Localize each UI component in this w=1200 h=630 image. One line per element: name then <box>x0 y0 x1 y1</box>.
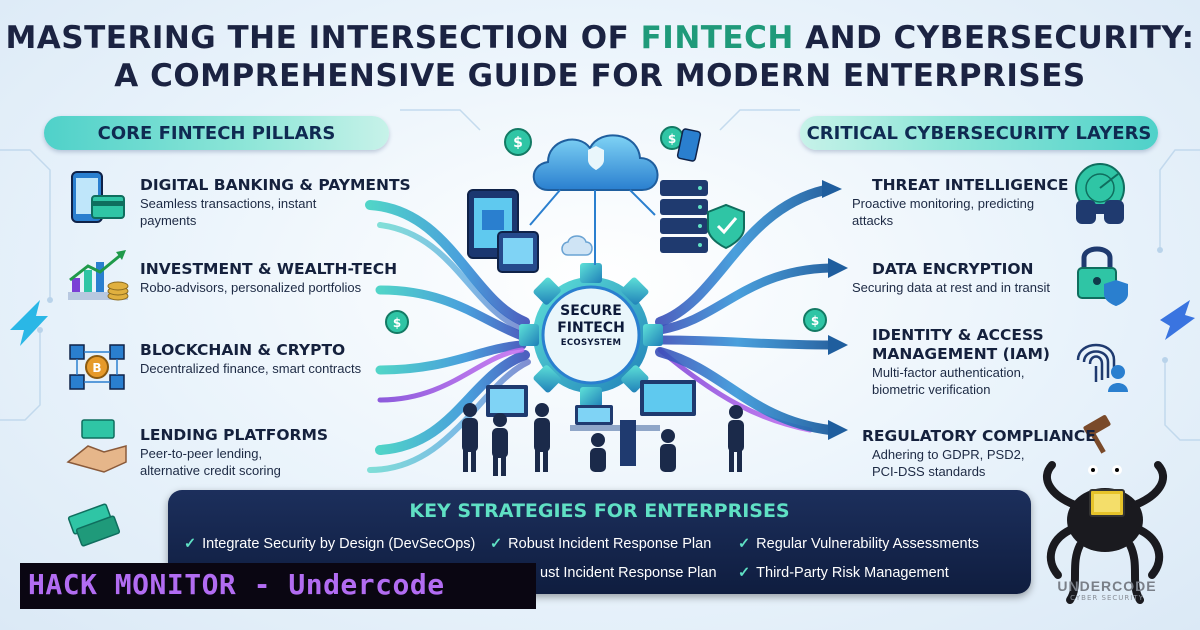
money-stack-icon <box>67 503 121 547</box>
pillar-lending: LENDING PLATFORMS Peer-to-peer lending, … <box>140 426 328 479</box>
strategy-item: ✓ Regular Vulnerability Assessments <box>738 536 979 552</box>
layer-title: MANAGEMENT (IAM) <box>872 345 1051 363</box>
pillar-investment: INVESTMENT & WEALTH-TECH Robo-advisors, … <box>140 260 397 296</box>
blockchain-cubes-icon: B <box>69 344 125 390</box>
svg-text:B: B <box>92 361 101 375</box>
layer-data-encryption: DATA ENCRYPTION Securing data at rest an… <box>852 260 1050 296</box>
layer-title: REGULATORY COMPLIANCE <box>862 427 1096 445</box>
pillar-desc: Decentralized finance, smart contracts <box>140 361 362 376</box>
server-icon <box>660 180 745 253</box>
cybersecurity-layers-header: CRITICAL CYBERSECURITY LAYERS <box>800 116 1158 150</box>
pillar-desc: Seamless transactions, instant <box>140 196 317 211</box>
secure-fintech-ecosystem-label: SECURE FINTECH ECOSYSTEM <box>521 303 661 349</box>
svg-text:$: $ <box>393 316 401 330</box>
coin-icon: $ $ $ $ <box>385 126 827 334</box>
svg-text:$: $ <box>811 314 819 328</box>
title-line-1: MASTERING THE INTERSECTION OF FINTECH AN… <box>0 20 1200 56</box>
layer-desc: Adhering to GDPR, PSD2, <box>872 447 1025 462</box>
gear-icon <box>519 263 663 407</box>
key-strategies-header: KEY STRATEGIES FOR ENTERPRISES <box>409 500 790 522</box>
check-icon: ✓ <box>490 536 503 552</box>
title-line-2: A COMPREHENSIVE GUIDE FOR MODERN ENTERPR… <box>114 58 1086 94</box>
check-icon: ✓ <box>738 565 751 581</box>
title-text: AND CYBERSECURITY: <box>793 20 1195 56</box>
center-line: SECURE <box>560 303 622 319</box>
check-icon: ✓ <box>738 536 751 552</box>
pillar-desc: Peer-to-peer lending, <box>140 446 263 461</box>
svg-text:$: $ <box>668 132 676 146</box>
strategy-label: Robust Incident Response Plan <box>508 536 712 552</box>
pillar-desc: payments <box>140 213 197 228</box>
core-fintech-pillars-header: CORE FINTECH PILLARS <box>44 116 389 150</box>
strategy-label: Regular Vulnerability Assessments <box>756 536 979 552</box>
pillar-digital-banking: DIGITAL BANKING & PAYMENTS Seamless tran… <box>140 176 411 229</box>
logo-subtitle: CYBER SECURITY <box>1070 594 1144 602</box>
pillar-title: INVESTMENT & WEALTH-TECH <box>140 260 398 278</box>
strategy-item: ✓ Robust Incident Response Plan <box>490 536 711 552</box>
layer-title: DATA ENCRYPTION <box>872 260 1034 278</box>
layer-desc: Multi-factor authentication, <box>872 365 1025 380</box>
gavel-icon <box>1083 415 1111 454</box>
mobile-payment-icon <box>71 171 125 223</box>
strategy-label: Third-Party Risk Management <box>756 565 949 581</box>
title-text: MASTERING THE INTERSECTION OF <box>5 20 641 56</box>
title-highlight: FINTECH <box>640 20 794 56</box>
strategy-item: ✓ Third-Party Risk Management <box>738 565 949 581</box>
pillar-blockchain: BLOCKCHAIN & CRYPTO Decentralized financ… <box>140 341 361 377</box>
layer-threat-intelligence: THREAT INTELLIGENCE Proactive monitoring… <box>852 176 1069 229</box>
padlock-icon <box>1077 246 1128 306</box>
pillar-desc: alternative credit scoring <box>140 463 281 478</box>
undercode-logo <box>1043 461 1167 604</box>
layer-title: IDENTITY & ACCESS <box>872 326 1044 344</box>
fingerprint-icon <box>1076 343 1128 392</box>
center-line: FINTECH <box>557 320 625 336</box>
device-icon <box>467 189 539 273</box>
strategy-label: ust Incident Response Plan <box>540 565 717 581</box>
hack-monitor-banner: HACK MONITOR - Undercode <box>20 563 536 609</box>
strategy-item: ust Incident Response Plan <box>540 565 717 581</box>
pillar-desc: Robo-advisors, personalized portfolios <box>140 280 362 295</box>
svg-text:$: $ <box>513 135 523 151</box>
pillar-title: LENDING PLATFORMS <box>140 426 329 444</box>
strategy-label: Integrate Security by Design (DevSecOps) <box>202 536 476 552</box>
layer-title: THREAT INTELLIGENCE <box>872 176 1069 194</box>
layer-iam: IDENTITY & ACCESS MANAGEMENT (IAM) Multi… <box>872 326 1050 398</box>
cloud-icon <box>529 134 659 265</box>
logo-name: UNDERCODE <box>1057 578 1157 594</box>
growth-chart-icon <box>68 250 129 301</box>
banner-text: HACK MONITOR - Undercode <box>28 568 445 601</box>
team-illustration <box>462 380 744 476</box>
handshake-icon <box>66 419 127 473</box>
pillar-title: BLOCKCHAIN & CRYPTO <box>140 341 346 359</box>
binoculars-radar-icon <box>1075 163 1125 224</box>
layer-desc: attacks <box>852 213 894 228</box>
layer-desc: PCI-DSS standards <box>872 464 986 479</box>
pillar-title: DIGITAL BANKING & PAYMENTS <box>140 176 411 194</box>
check-icon: ✓ <box>184 536 197 552</box>
layer-regulatory-compliance: REGULATORY COMPLIANCE Adhering to GDPR, … <box>862 427 1096 480</box>
center-line: ECOSYSTEM <box>560 338 622 348</box>
layer-desc: Proactive monitoring, predicting <box>852 196 1035 211</box>
layer-desc: biometric verification <box>872 382 991 397</box>
layer-desc: Securing data at rest and in transit <box>852 280 1051 295</box>
strategy-item: ✓ Integrate Security by Design (DevSecOps… <box>184 536 475 552</box>
